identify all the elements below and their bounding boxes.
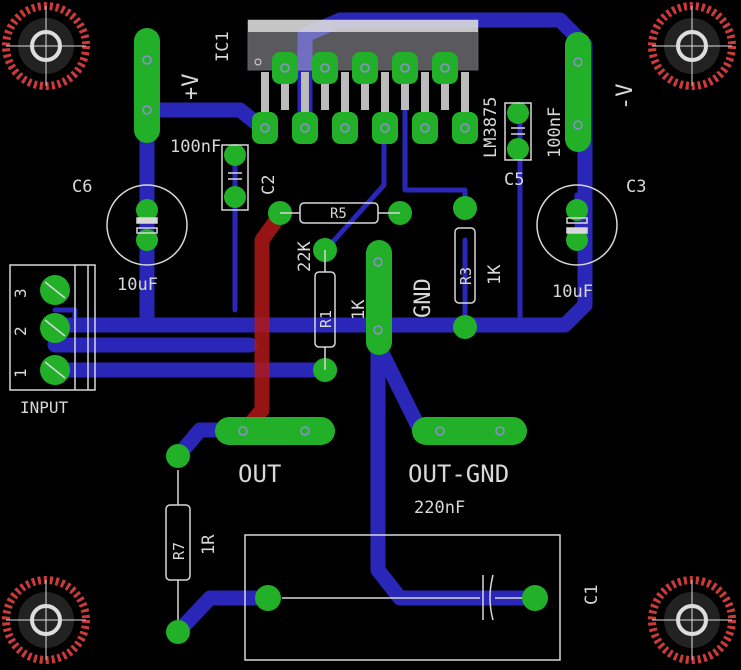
minus-v-label: -V <box>613 84 638 111</box>
c1-value-label: 220nF <box>414 498 465 518</box>
r5-value-label: 22K <box>295 241 315 272</box>
c3-outline <box>536 184 618 266</box>
pad-out <box>215 417 335 445</box>
ic1-tab <box>248 20 478 32</box>
out-gnd-label: OUT-GND <box>408 460 509 488</box>
trace-ground-bus <box>47 37 593 333</box>
input-connector-outline <box>9 264 96 391</box>
c1-outline <box>244 534 561 661</box>
pads <box>40 28 591 644</box>
r1-name-label: R1 <box>317 310 335 328</box>
ic1-value-label: LM3875 <box>481 97 501 158</box>
connector-pin2-label: 2 <box>11 326 30 336</box>
pad-ic-top <box>272 52 298 84</box>
input-label: INPUT <box>20 398 69 417</box>
c1-name-label: C1 <box>582 585 602 605</box>
drill-holes <box>142 55 583 436</box>
mounting-holes <box>2 2 736 664</box>
c6-outline <box>106 184 188 266</box>
r7-value-label: 1R <box>199 534 219 555</box>
c3-name-label: C3 <box>626 177 646 197</box>
mounting-hole-bottom-right <box>648 576 736 664</box>
mounting-hole-bottom-left <box>2 576 90 664</box>
connector-pin1-label: 1 <box>11 368 30 378</box>
connector-pin-marks <box>44 281 66 379</box>
ic1-pin1-marker <box>254 58 262 66</box>
ic1-name-label: IC1 <box>213 31 233 62</box>
c2-name-label: C2 <box>259 175 279 195</box>
r3-outline <box>454 227 476 304</box>
pad-gnd <box>366 240 392 355</box>
c2-value-label: 100nF <box>170 137 221 157</box>
c2-outline <box>221 144 249 211</box>
out-label: OUT <box>238 460 281 488</box>
pad-ic-bottom <box>252 112 278 144</box>
mounting-hole-top-left <box>2 2 90 90</box>
silkscreen-components <box>9 102 618 661</box>
r7-name-label: R7 <box>170 542 188 560</box>
c6-name-label: C6 <box>72 177 92 197</box>
plus-v-label: +V <box>179 74 204 101</box>
connector-pin3-label: 3 <box>11 288 30 298</box>
gnd-label: GND <box>411 278 436 318</box>
trace-r7-bottom <box>170 590 276 640</box>
r3-name-label: R3 <box>457 267 475 285</box>
silkscreen-text: IC1 LM3875 +V -V 100nF C2 100nF C5 C6 10… <box>11 31 646 605</box>
c5-outline <box>504 102 532 161</box>
r5-name-label: R5 <box>330 206 347 222</box>
pad-minus-v <box>565 32 591 152</box>
mounting-hole-top-right <box>648 2 736 90</box>
pad-out-gnd <box>412 417 527 445</box>
trace-ic-pin5 <box>327 125 387 248</box>
r3-value-label: 1K <box>485 264 505 285</box>
c6-value-label: 10uF <box>117 275 158 295</box>
pad-plus-v <box>134 28 160 143</box>
r1-value-label: 1K <box>349 299 369 320</box>
c5-value-label: 100nF <box>545 107 565 158</box>
c3-value-label: 10uF <box>552 282 593 302</box>
c5-name-label: C5 <box>504 170 524 190</box>
